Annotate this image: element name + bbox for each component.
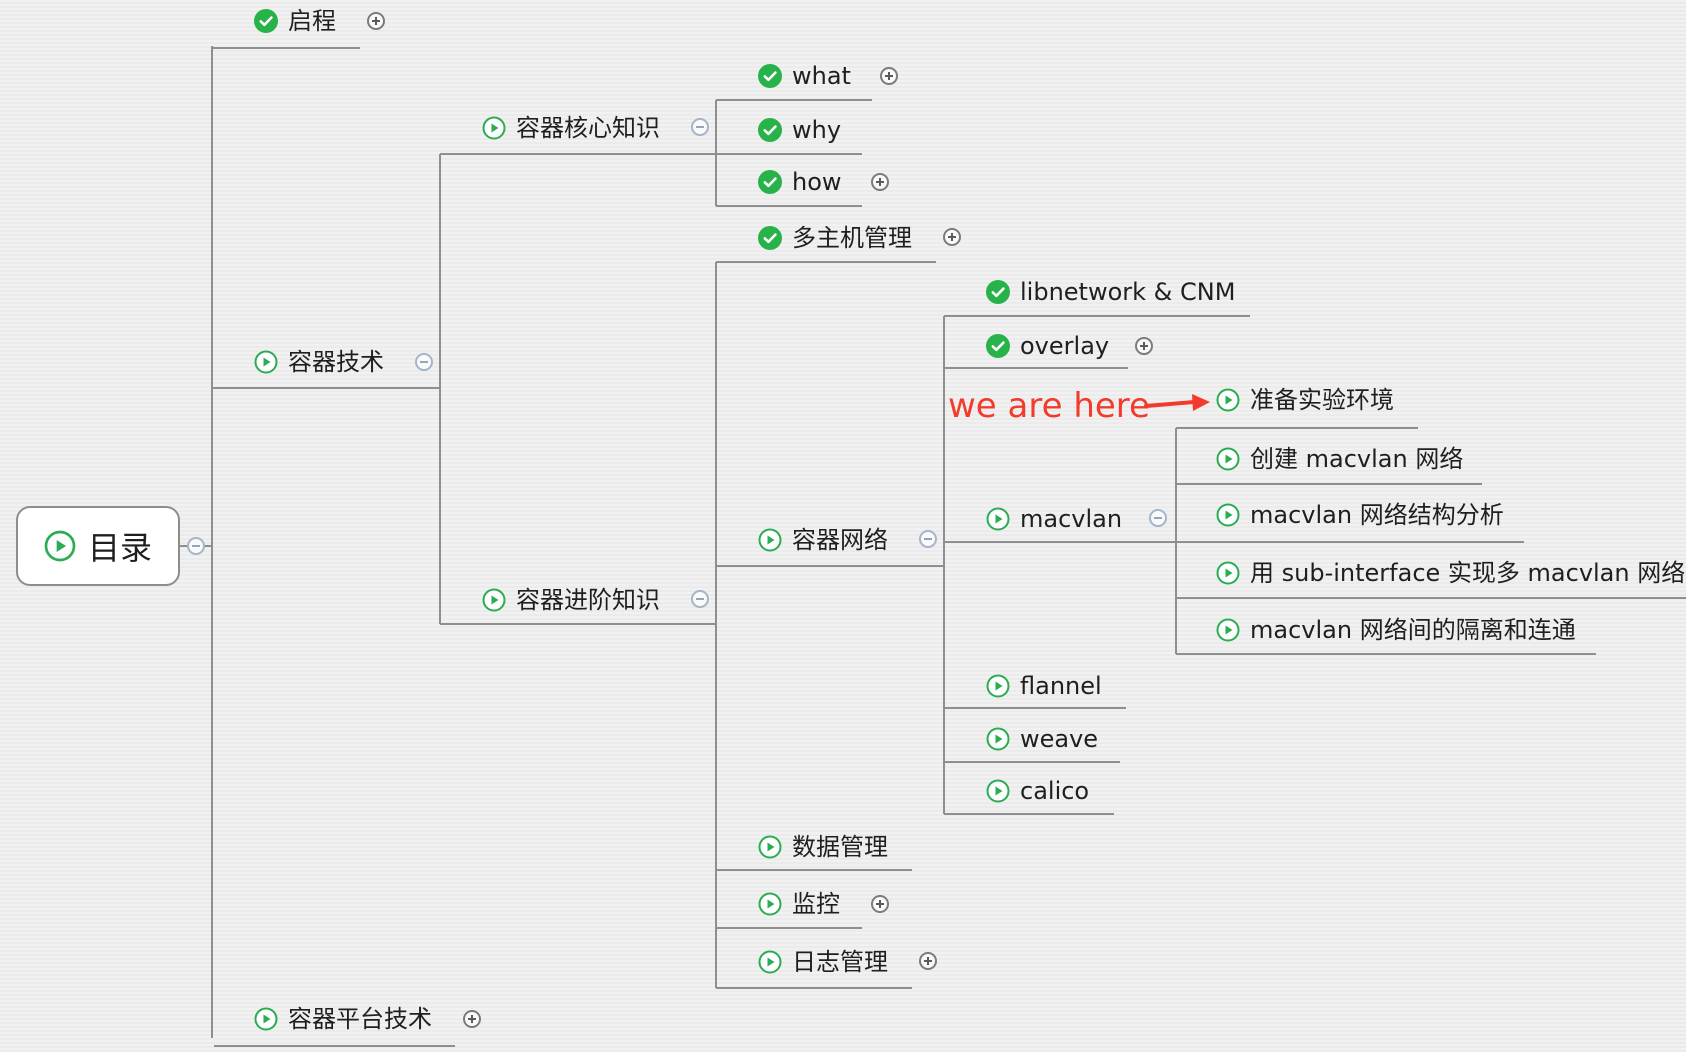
check-circle-icon (986, 280, 1010, 304)
node-flannel[interactable]: flannel (986, 671, 1102, 701)
play-circle-icon (986, 507, 1010, 531)
collapse-macvlan-button[interactable] (1149, 509, 1167, 527)
play-circle-icon (1216, 388, 1240, 412)
node-jiankong[interactable]: 监控 (758, 889, 840, 919)
expand-pingtai-button[interactable] (463, 1010, 481, 1028)
node-label: flannel (1020, 672, 1102, 700)
node-label: calico (1020, 777, 1090, 805)
node-label: macvlan 网络结构分析 (1250, 501, 1504, 529)
node-label: why (792, 116, 842, 144)
expand-qicheng-button[interactable] (367, 12, 385, 30)
node-shuju[interactable]: 数据管理 (758, 832, 888, 862)
check-circle-icon (758, 226, 782, 250)
node-subif[interactable]: 用 sub-interface 实现多 macvlan 网络 (1216, 558, 1685, 588)
play-circle-icon (758, 528, 782, 552)
check-circle-icon (758, 170, 782, 194)
node-label: 容器平台技术 (288, 1005, 432, 1033)
play-circle-icon (986, 779, 1010, 803)
play-circle-icon (1216, 618, 1240, 642)
node-duozhuji[interactable]: 多主机管理 (758, 223, 912, 253)
check-circle-icon (254, 9, 278, 33)
collapse-jinjie-button[interactable] (691, 590, 709, 608)
collapse-wangluo-button[interactable] (919, 530, 937, 548)
expand-jiankong-button[interactable] (871, 895, 889, 913)
connector-wangluo (943, 315, 1250, 815)
node-what[interactable]: what (758, 61, 851, 91)
play-circle-icon (758, 950, 782, 974)
node-jiegou[interactable]: macvlan 网络结构分析 (1216, 500, 1504, 530)
expand-overlay-button[interactable] (1135, 337, 1153, 355)
collapse-rongqi-jishu-button[interactable] (415, 353, 433, 371)
node-macvlan[interactable]: macvlan (986, 504, 1122, 534)
node-label: 容器进阶知识 (516, 586, 660, 614)
play-circle-icon (986, 674, 1010, 698)
node-label: 启程 (288, 7, 336, 35)
node-label: 监控 (792, 890, 840, 918)
check-circle-icon (986, 334, 1010, 358)
node-chuangjian[interactable]: 创建 macvlan 网络 (1216, 444, 1463, 474)
node-weave[interactable]: weave (986, 724, 1098, 754)
play-circle-icon (1216, 503, 1240, 527)
node-label: 容器网络 (792, 526, 888, 554)
play-circle-icon (1216, 561, 1240, 585)
node-label: 日志管理 (792, 948, 888, 976)
connector-rongqi-jishu (439, 153, 716, 625)
node-pingtai[interactable]: 容器平台技术 (254, 1004, 432, 1034)
node-jinjie[interactable]: 容器进阶知识 (482, 585, 660, 615)
root-node[interactable]: 目录 (16, 506, 180, 586)
node-geli[interactable]: macvlan 网络间的隔离和连通 (1216, 615, 1576, 645)
connector-root (180, 45, 455, 1047)
node-label: weave (1020, 725, 1099, 753)
node-wangluo[interactable]: 容器网络 (758, 525, 888, 555)
node-label: libnetwork & CNM (1020, 278, 1236, 306)
check-circle-icon (758, 64, 782, 88)
node-label: 数据管理 (792, 833, 888, 861)
node-why[interactable]: why (758, 115, 841, 145)
node-overlay[interactable]: overlay (986, 331, 1109, 361)
node-label: 容器核心知识 (516, 114, 660, 142)
expand-rizhi-button[interactable] (919, 952, 937, 970)
connector-macvlan (1174, 427, 1686, 655)
node-how[interactable]: how (758, 167, 842, 197)
play-circle-icon (254, 350, 278, 374)
play-circle-icon (1216, 447, 1240, 471)
node-label: 多主机管理 (792, 224, 912, 252)
node-label: 准备实验环境 (1250, 386, 1394, 414)
play-circle-icon (482, 588, 506, 612)
collapse-hexin-button[interactable] (691, 118, 709, 136)
root-label: 目录 (87, 529, 152, 567)
node-libnetwork[interactable]: libnetwork & CNM (986, 277, 1235, 307)
node-calico[interactable]: calico (986, 776, 1089, 806)
expand-duozhuji-button[interactable] (943, 228, 961, 246)
play-circle-icon (44, 530, 76, 562)
node-label: 容器技术 (288, 348, 384, 376)
node-rizhi[interactable]: 日志管理 (758, 947, 888, 977)
expand-how-button[interactable] (871, 173, 889, 191)
we-are-here-annotation: we are here (948, 386, 1150, 426)
node-label: 用 sub-interface 实现多 macvlan 网络 (1250, 559, 1686, 587)
node-label: macvlan 网络间的隔离和连通 (1250, 616, 1576, 644)
node-label: overlay (1020, 332, 1110, 360)
play-circle-icon (254, 1007, 278, 1031)
node-zhunbei[interactable]: 准备实验环境 (1216, 385, 1394, 415)
node-label: macvlan (1020, 505, 1123, 533)
node-qicheng[interactable]: 启程 (254, 6, 336, 36)
connector-jinjie (715, 261, 944, 989)
red-arrow-icon (1144, 394, 1210, 411)
node-label: 创建 macvlan 网络 (1250, 445, 1464, 473)
node-label: how (792, 168, 842, 196)
play-circle-icon (986, 727, 1010, 751)
play-circle-icon (482, 116, 506, 140)
play-circle-icon (758, 892, 782, 916)
check-circle-icon (758, 118, 782, 142)
node-hexin[interactable]: 容器核心知识 (482, 113, 660, 143)
play-circle-icon (758, 835, 782, 859)
collapse-root-button[interactable] (187, 537, 205, 555)
node-label: what (792, 62, 851, 90)
connector-hexin (715, 99, 872, 207)
expand-what-button[interactable] (880, 67, 898, 85)
node-rongqi-jishu[interactable]: 容器技术 (254, 347, 384, 377)
